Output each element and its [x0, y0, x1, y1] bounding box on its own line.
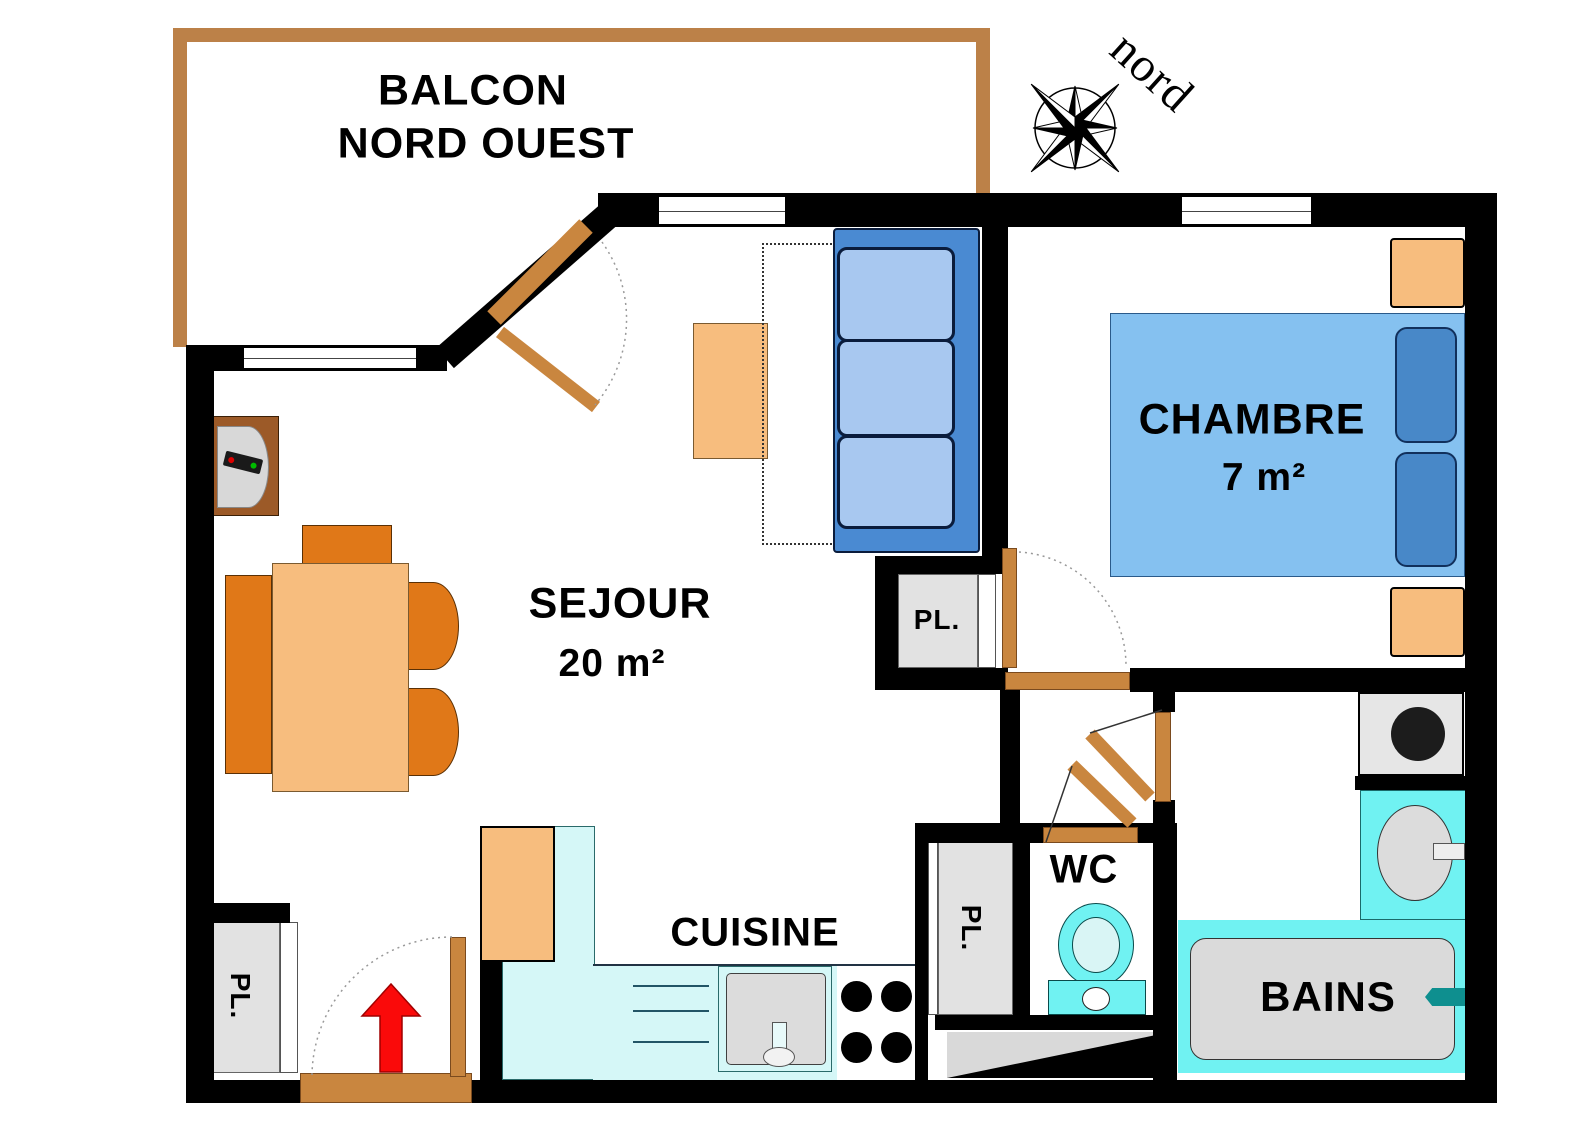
wall: [875, 668, 1008, 690]
bathtub-surround: [1178, 920, 1465, 1073]
wall: [1153, 800, 1175, 825]
living-room-label: SEJOUR: [528, 579, 712, 628]
wc-doorway: [1043, 827, 1138, 843]
window: [1180, 195, 1313, 226]
wall: [1130, 668, 1497, 692]
bedroom-label: CHAMBRE: [1138, 395, 1366, 444]
entry-door-leaf: [450, 937, 466, 1077]
living-room-area: 20 m²: [558, 642, 666, 685]
tub-faucet: [1425, 988, 1465, 1006]
wc-closet: [938, 842, 1013, 1015]
pillow: [1395, 452, 1457, 567]
stove: [837, 964, 915, 1080]
kitchen-cabinet: [480, 826, 555, 962]
nightstand: [1390, 238, 1465, 308]
tv-stand: [209, 416, 279, 516]
balcony-label-line2: NORD OUEST: [337, 119, 635, 168]
entry-wedge: [947, 1032, 1153, 1078]
bathtub: [1190, 938, 1455, 1060]
dining-bench: [225, 575, 272, 774]
balcony-door-open: [495, 326, 601, 413]
door-swing-line: [1089, 709, 1163, 734]
compass-label: nord: [1100, 21, 1204, 123]
coffee-table: [693, 323, 768, 459]
balcony-label-line1: BALCON: [378, 66, 568, 115]
pillow: [1395, 327, 1457, 443]
window: [242, 346, 418, 370]
bath-faucet: [1433, 843, 1465, 860]
wall: [875, 556, 898, 690]
balcony-door-closed: [487, 219, 593, 325]
kitchen-drawer-lines: [633, 985, 709, 1047]
wall: [186, 345, 214, 1103]
wall: [982, 218, 1008, 560]
dining-chair-right-1: [408, 582, 459, 670]
hall-closet: [898, 574, 978, 668]
wall: [198, 903, 290, 923]
toilet-button: [1082, 987, 1110, 1011]
wc-closet-door: [928, 842, 938, 1015]
sofa-cushion: [837, 339, 955, 437]
entry-doorway: [300, 1073, 472, 1103]
wall: [875, 556, 1008, 574]
wc-label: WC: [1049, 847, 1119, 892]
wall: [935, 1015, 1153, 1030]
wc-door-open: [1067, 760, 1137, 828]
wall: [1465, 193, 1497, 1103]
dining-chair-top: [302, 525, 392, 565]
wall-diagonal: [436, 201, 621, 369]
burner: [841, 1032, 872, 1063]
wall: [480, 962, 502, 1080]
sofa: [833, 228, 980, 553]
wall: [1153, 823, 1177, 1080]
sofa-cushion: [837, 247, 955, 342]
sofa-cushion: [837, 435, 955, 529]
entry-closet-door: [280, 922, 298, 1073]
hall-closet-label: PL.: [913, 604, 961, 635]
bathroom-door-open: [1085, 729, 1155, 802]
window: [657, 195, 787, 226]
bathroom-door-leaf: [1155, 712, 1171, 802]
burner: [881, 1032, 912, 1063]
balcony-rail-left: [173, 28, 187, 347]
balcony-rail-right: [976, 28, 990, 195]
wall: [1355, 776, 1465, 790]
washer-door: [1391, 707, 1445, 761]
bath-sink-counter: [1360, 790, 1467, 920]
door-swing-arc: [594, 241, 628, 406]
sink-faucet-base: [763, 1047, 795, 1067]
bedroom-doorway: [1005, 672, 1130, 690]
balcony-rail-top: [173, 28, 990, 42]
entry-closet-label: PL.: [225, 972, 256, 1020]
burner: [841, 981, 872, 1012]
kitchen-sink-unit: [718, 966, 832, 1072]
wall: [186, 1080, 1497, 1103]
entry-closet: [202, 922, 280, 1073]
wall: [915, 843, 928, 1080]
toilet-bowl-inner: [1072, 917, 1120, 973]
wall: [1000, 690, 1020, 843]
hall-closet-door: [978, 574, 996, 668]
bedroom-area: 7 m²: [1221, 456, 1307, 499]
dining-table: [272, 563, 409, 792]
door-swing-arc: [311, 936, 453, 1076]
bathroom-label: BAINS: [1260, 973, 1396, 1020]
bedroom-door-leaf: [1002, 548, 1017, 668]
nightstand: [1390, 587, 1465, 657]
wall: [1013, 843, 1030, 1018]
wall: [1153, 692, 1175, 712]
burner: [881, 981, 912, 1012]
wc-closet-label: PL.: [956, 904, 987, 952]
kitchen-label: CUISINE: [670, 910, 840, 955]
dining-chair-right-2: [408, 688, 459, 776]
sofa-bed-outline: [762, 243, 836, 545]
entry-arrow: [360, 982, 422, 1073]
washing-machine: [1358, 692, 1464, 776]
